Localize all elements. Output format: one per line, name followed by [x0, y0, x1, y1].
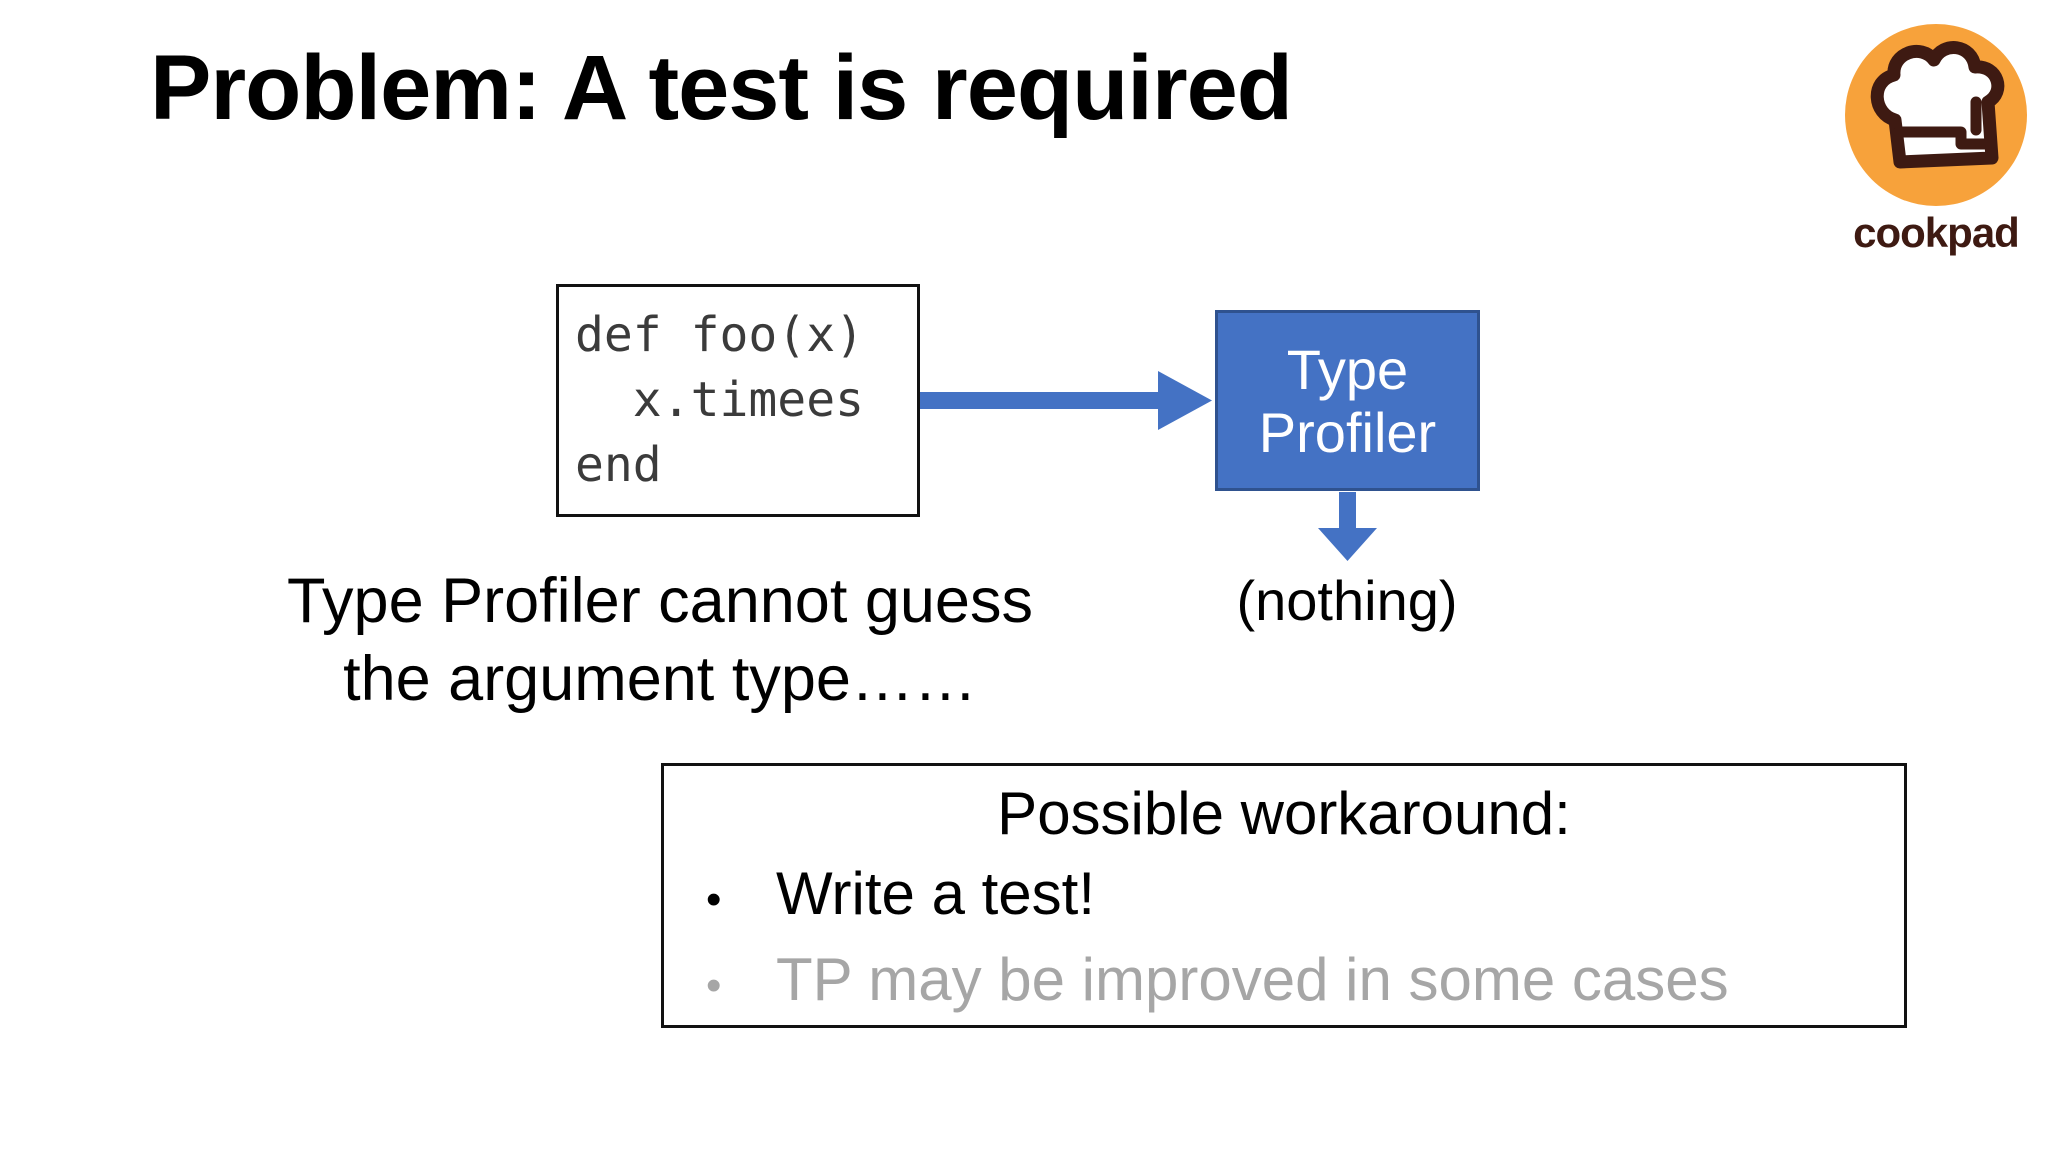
- code-line-3: end: [575, 437, 662, 493]
- bullet-marker-icon: •: [706, 875, 722, 924]
- cookpad-wordmark: cookpad: [1853, 209, 2020, 256]
- type-profiler-box: Type Profiler: [1215, 310, 1480, 491]
- caption-line-2: the argument type……: [343, 644, 977, 714]
- down-arrow-icon: [1318, 492, 1377, 561]
- code-snippet-box: def foo(x) x.timees end: [556, 284, 920, 517]
- code-line-2: x.timees: [575, 372, 864, 428]
- workaround-box: Possible workaround: • Write a test! • T…: [661, 763, 1907, 1028]
- workaround-title: Possible workaround:: [997, 780, 1571, 847]
- type-profiler-label-line1: Type: [1286, 337, 1409, 401]
- nothing-output-label: (nothing): [1236, 569, 1458, 632]
- cookpad-logo: cookpad: [1838, 20, 2034, 254]
- workaround-bullet-2: • TP may be improved in some cases: [664, 940, 1904, 1026]
- slide-title: Problem: A test is required: [150, 37, 1293, 139]
- caption-line-1: Type Profiler cannot guess: [287, 566, 1033, 636]
- type-profiler-label-line2: Profiler: [1258, 400, 1437, 464]
- workaround-bullet-1: • Write a test!: [664, 854, 1904, 940]
- workaround-bullet-1-text: Write a test!: [776, 860, 1095, 927]
- workaround-bullet-2-text: TP may be improved in some cases: [776, 946, 1729, 1013]
- right-arrow-icon: [920, 371, 1212, 430]
- bullet-marker-icon: •: [706, 961, 722, 1010]
- cookpad-chef-hat-icon: [1845, 24, 2027, 206]
- code-line-1: def foo(x): [575, 307, 864, 363]
- caption-text: Type Profiler cannot guess the argument …: [150, 562, 1170, 718]
